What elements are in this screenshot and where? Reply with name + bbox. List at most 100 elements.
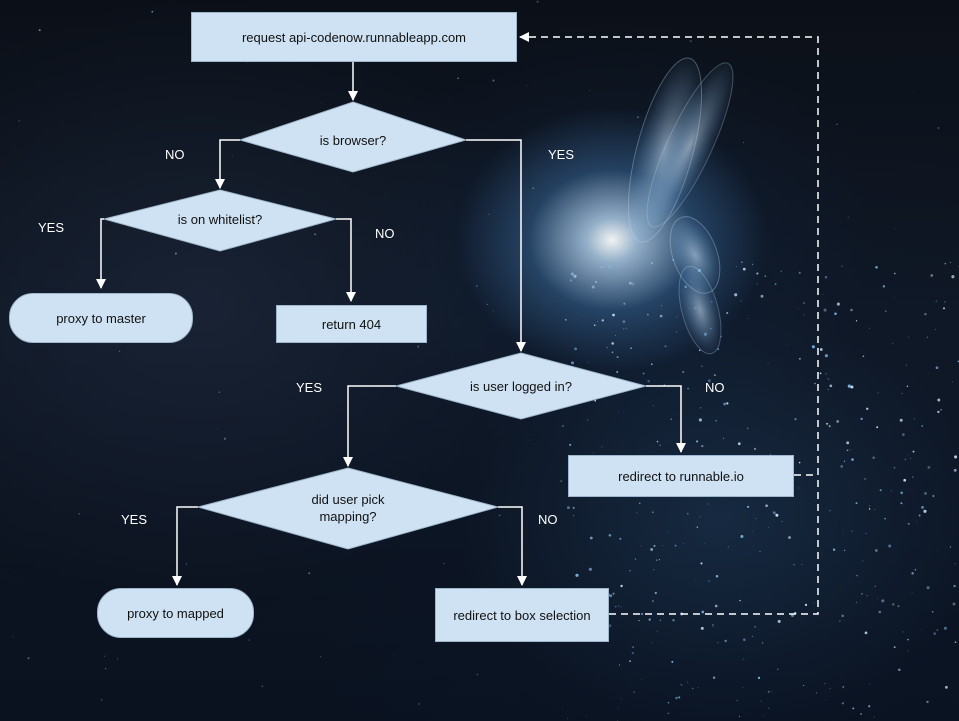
star — [651, 642, 653, 644]
star — [767, 362, 769, 364]
star — [921, 506, 924, 509]
star — [687, 681, 689, 683]
star — [615, 334, 617, 336]
star — [930, 274, 934, 277]
star — [756, 272, 759, 275]
star — [762, 642, 764, 644]
edge-label-whitelist-no: NO — [375, 226, 395, 241]
star — [417, 702, 421, 706]
star — [628, 281, 632, 285]
star — [824, 354, 828, 358]
star — [798, 461, 801, 464]
star — [656, 440, 659, 443]
star — [608, 533, 612, 537]
star — [751, 635, 753, 637]
star — [589, 536, 593, 540]
star — [715, 419, 717, 422]
star — [714, 374, 716, 376]
star — [532, 187, 535, 190]
star — [653, 544, 656, 547]
star — [700, 407, 702, 409]
star — [937, 127, 940, 129]
star — [900, 502, 903, 505]
star — [443, 562, 445, 565]
star — [417, 345, 420, 348]
star — [570, 272, 574, 276]
star — [899, 418, 903, 422]
star — [876, 426, 879, 429]
star — [751, 263, 753, 265]
redirect-box-selection-node: redirect to box selection — [435, 588, 609, 642]
star — [952, 602, 956, 606]
star — [712, 676, 716, 679]
star — [701, 365, 703, 367]
star — [855, 601, 857, 603]
star — [774, 283, 777, 286]
star — [900, 491, 904, 495]
star — [910, 457, 912, 459]
star — [907, 455, 909, 457]
is-user-logged-in-label: is user logged in? — [470, 379, 572, 394]
star — [798, 271, 801, 274]
star — [567, 717, 568, 719]
star — [937, 398, 941, 402]
star — [636, 116, 639, 119]
arrow-logged-no — [646, 385, 686, 453]
star — [869, 683, 871, 685]
star — [653, 569, 655, 571]
star — [953, 468, 957, 472]
star — [710, 327, 712, 330]
star — [689, 40, 692, 43]
star — [592, 290, 594, 293]
star — [625, 327, 627, 329]
star — [874, 549, 878, 552]
star — [619, 537, 622, 540]
star — [954, 455, 958, 459]
star — [717, 642, 719, 644]
star — [777, 619, 781, 623]
star — [661, 545, 663, 547]
star — [712, 625, 714, 627]
star — [746, 427, 749, 430]
star — [616, 371, 619, 373]
star — [780, 270, 783, 272]
star — [618, 411, 620, 413]
star — [921, 628, 922, 630]
star — [894, 272, 896, 275]
star — [629, 660, 631, 662]
star — [656, 630, 658, 632]
star — [738, 715, 740, 717]
star — [864, 631, 868, 635]
star — [601, 266, 603, 268]
star — [943, 300, 946, 303]
star — [788, 536, 791, 539]
star — [708, 580, 710, 582]
star — [813, 500, 815, 502]
star — [952, 381, 953, 383]
star — [151, 10, 154, 13]
star — [640, 545, 642, 547]
is-on-whitelist-diamond — [102, 189, 338, 252]
star — [905, 364, 908, 366]
star — [897, 668, 901, 672]
star — [907, 638, 909, 641]
star — [614, 605, 617, 608]
redirect-runnable-label: redirect to runnable.io — [618, 468, 744, 484]
star — [841, 614, 844, 618]
star — [819, 372, 822, 375]
star — [672, 619, 675, 622]
star — [248, 639, 251, 641]
star — [723, 402, 726, 406]
star — [902, 433, 905, 436]
star — [811, 345, 815, 349]
star — [726, 402, 729, 405]
star — [659, 444, 661, 447]
star — [873, 716, 875, 718]
star — [701, 610, 705, 614]
star — [658, 559, 660, 561]
star — [850, 308, 853, 312]
star — [707, 379, 711, 383]
edge-label-logged-yes: YES — [296, 380, 323, 395]
star — [756, 283, 758, 285]
